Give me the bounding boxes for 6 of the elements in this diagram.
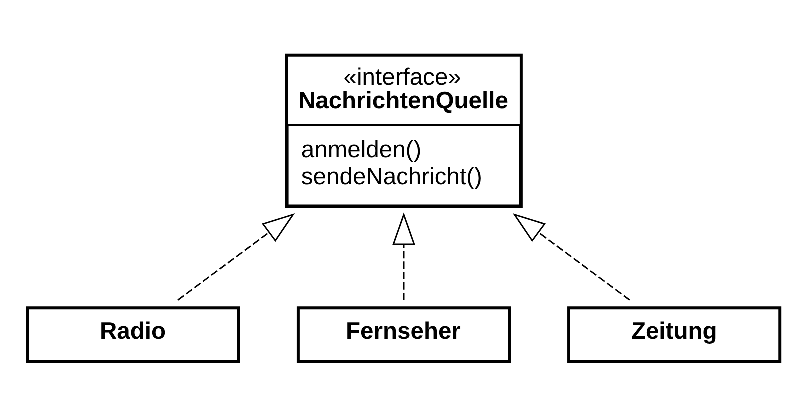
- node-box: Radio: [26, 306, 240, 364]
- node-box: Zeitung: [568, 306, 782, 364]
- node-box: Fernseher: [296, 306, 512, 364]
- arrow: [512, 213, 630, 301]
- arrow: [178, 213, 296, 301]
- arrow: [392, 212, 416, 300]
